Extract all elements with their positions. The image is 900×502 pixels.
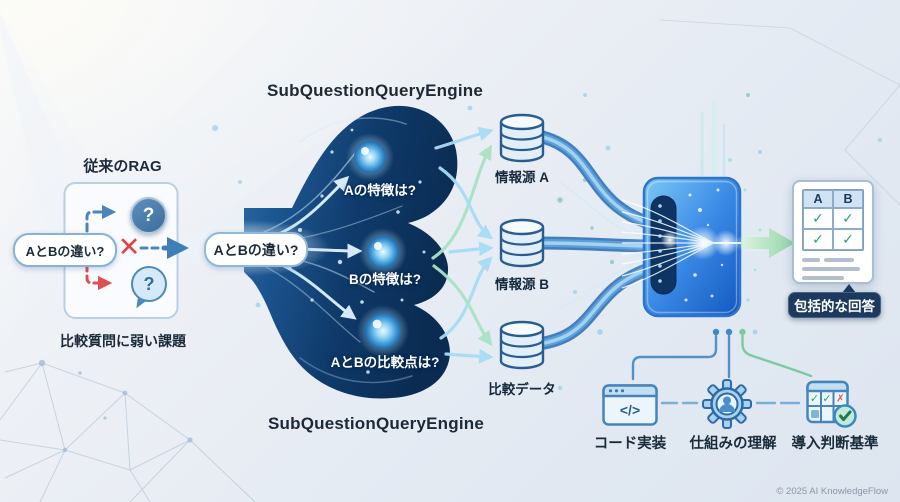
doc-text-line — [802, 267, 860, 271]
legacy-rag-title: 従来のRAG — [83, 158, 162, 175]
doc-text-line — [802, 276, 844, 280]
legacy-caption: 比較質問に弱い課題 — [60, 333, 186, 349]
benefit-code-label: コード実装 — [593, 436, 667, 452]
subquery-routing-arrows — [431, 126, 494, 364]
error-cross-icon: ✕ — [117, 231, 141, 262]
source-c-label: 比較データ — [488, 382, 556, 397]
tooltip-caret — [842, 284, 856, 293]
subquestion-orb-icon — [346, 133, 409, 357]
output-arrow-icon — [742, 228, 795, 258]
synthesizer-engine-box — [620, 100, 795, 324]
svg-text:✗: ✗ — [836, 394, 844, 405]
check-icon: ✓ — [833, 208, 863, 229]
check-icon: ✓ — [833, 229, 863, 250]
question-circle-icon: ? — [130, 197, 167, 234]
doc-text-line — [802, 258, 864, 262]
sub-question-1: Aの特徴は? — [344, 183, 416, 198]
question-bubble-icon: ? — [131, 266, 167, 302]
legacy-query-pill: AとBの違い? — [13, 233, 117, 267]
criteria-checklist-icon: ✓ ✓ ✗ — [806, 380, 858, 428]
check-icon: ✓ — [803, 229, 833, 250]
svg-text:</>: </> — [620, 402, 640, 418]
svg-text:✓: ✓ — [810, 393, 819, 405]
engine-title-bottom: SubQuestionQueryEngine — [268, 414, 484, 433]
result-table: A B ✓ ✓ ✓ ✓ — [802, 189, 864, 251]
source-a-label: 情報源 A — [495, 170, 549, 185]
benefit-mechanism-label: 仕組みの理解 — [689, 436, 777, 452]
benefit-connectors — [631, 328, 813, 405]
engine-title-top: SubQuestionQueryEngine — [267, 81, 483, 100]
check-icon: ✓ — [803, 208, 833, 229]
source-b-label: 情報源 B — [495, 277, 549, 292]
result-col-a: A — [803, 190, 833, 208]
input-query-pill: AとBの違い? — [204, 232, 308, 267]
comprehensive-answer-tooltip: 包括的な回答 — [788, 292, 881, 318]
result-col-b: B — [833, 190, 863, 208]
benefit-criteria-label: 導入判断基準 — [791, 436, 879, 452]
sub-question-3: AとBの比較点は? — [330, 355, 440, 370]
svg-text:✓: ✓ — [822, 393, 831, 405]
gear-person-icon — [702, 379, 752, 429]
sub-question-2: Bの特徴は? — [349, 272, 421, 287]
copyright-notice: © 2025 AI KnowledgeFlow — [776, 486, 888, 497]
database-icon — [499, 113, 545, 370]
code-window-icon: </> — [602, 384, 658, 426]
result-document: A B ✓ ✓ ✓ ✓ — [792, 180, 874, 284]
